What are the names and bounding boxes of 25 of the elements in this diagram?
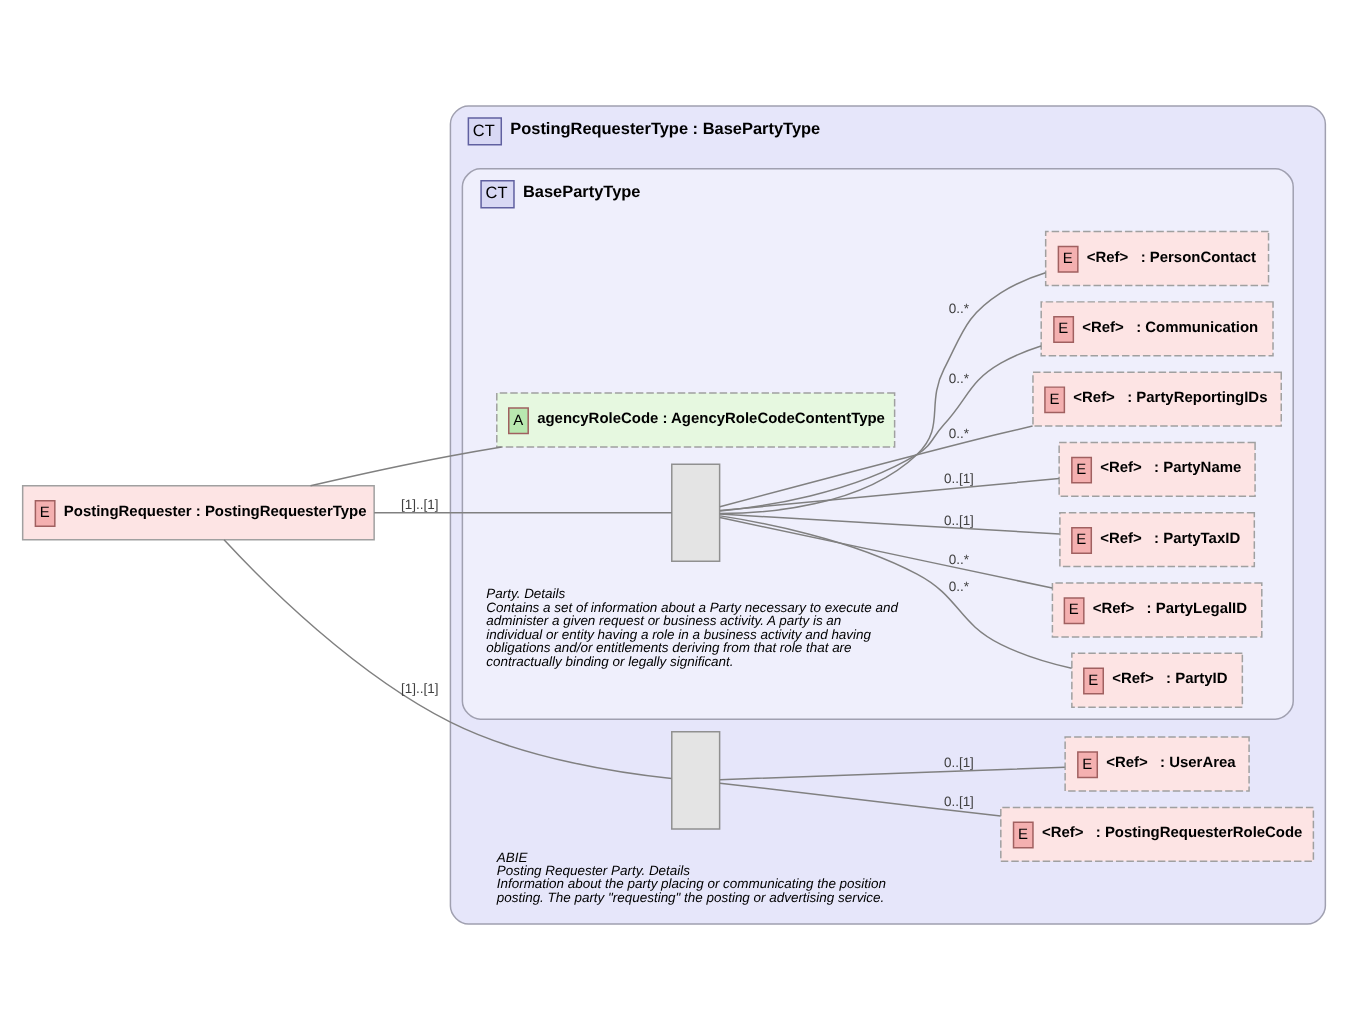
connector [719,766,1066,781]
node-box: E <Ref> : PartyName [1058,441,1256,498]
connector [719,513,1061,535]
node-box: E <Ref> : PostingRequesterRoleCode [1000,806,1315,862]
node-box: E <Ref> : UserArea [1064,736,1250,792]
node-box: E <Ref> : Communication [1040,301,1274,357]
node-box: E <Ref> : PartyLegalID [1051,582,1263,638]
connector [719,515,1073,670]
connector [719,271,1047,515]
connector [719,345,1042,512]
connector [373,512,673,514]
connector [223,539,673,780]
node-box: E <Ref> : PartyTaxID [1059,512,1256,568]
connector [719,425,1034,508]
connector [719,516,1053,589]
node-box: E <Ref> : PersonContact [1044,230,1270,287]
node-box [671,463,721,563]
node-box: E PostingRequester : PostingRequesterType [21,485,375,541]
node-box [671,731,721,830]
connector [309,446,503,487]
connector [719,782,1002,817]
node-box: E <Ref> : PartyID [1071,652,1244,708]
connector [719,477,1060,512]
node-box: A agencyRoleCode : AgencyRoleCodeContentType [496,392,896,448]
node-box: E <Ref> : PartyReportingIDs [1032,371,1282,427]
